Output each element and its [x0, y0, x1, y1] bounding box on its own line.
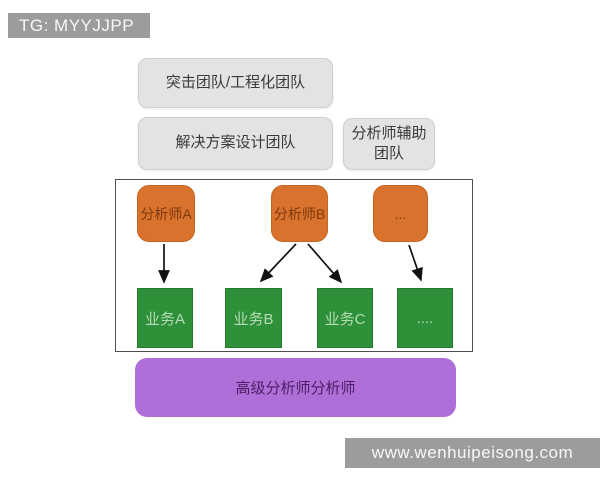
- senior-analyst-box-label: 高级分析师分析师: [235, 380, 356, 397]
- team-box-analyst-support-label: 分析师辅助团队: [351, 124, 427, 162]
- business-node-b-label: 业务B: [233, 310, 274, 328]
- business-node-ellipsis: ....: [397, 288, 453, 348]
- business-node-b: 业务B: [225, 288, 282, 348]
- team-box-analyst-support: 分析师辅助团队: [343, 118, 435, 170]
- analyst-node-ellipsis-label: ...: [394, 205, 407, 222]
- business-node-ellipsis-label: ....: [416, 309, 434, 327]
- watermark-text: www.wenhuipeisong.com: [371, 443, 574, 462]
- analyst-node-ellipsis: ...: [373, 185, 428, 242]
- team-box-assault: 突击团队/工程化团队: [138, 58, 333, 108]
- analyst-node-b-label: 分析师B: [273, 205, 326, 222]
- watermark-banner: www.wenhuipeisong.com: [345, 438, 600, 468]
- business-node-c-label: 业务C: [324, 310, 366, 328]
- business-node-c: 业务C: [317, 288, 373, 348]
- tg-badge: TG: MYYJJPP: [8, 13, 150, 38]
- analyst-node-b: 分析师B: [271, 185, 328, 242]
- analyst-node-a-label: 分析师A: [140, 205, 192, 222]
- tg-badge-text: TG: MYYJJPP: [19, 15, 135, 35]
- analyst-node-a: 分析师A: [137, 185, 195, 242]
- business-node-a: 业务A: [137, 288, 193, 348]
- team-box-solution-design-label: 解决方案设计团队: [175, 134, 296, 152]
- team-box-solution-design: 解决方案设计团队: [138, 117, 333, 170]
- senior-analyst-box: 高级分析师分析师: [135, 358, 456, 417]
- team-box-assault-label: 突击团队/工程化团队: [165, 73, 306, 91]
- business-node-a-label: 业务A: [144, 310, 185, 328]
